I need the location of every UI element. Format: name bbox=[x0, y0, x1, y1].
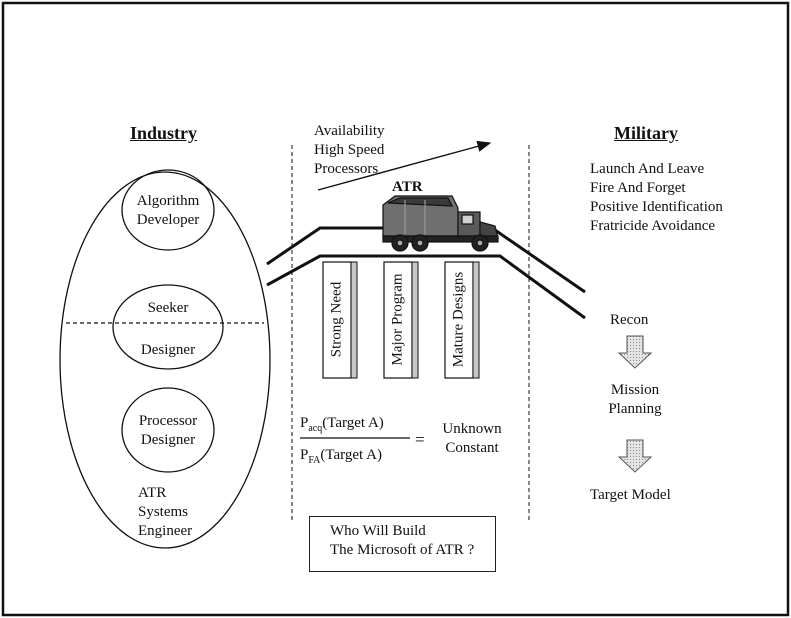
flow-target-model: Target Model bbox=[590, 487, 671, 503]
pillars-group bbox=[322, 261, 480, 379]
truck-icon bbox=[382, 195, 499, 252]
result-line2: Constant bbox=[445, 440, 499, 456]
denominator-text: (Target A) bbox=[320, 447, 382, 463]
road-lower bbox=[266, 254, 586, 320]
numerator-p: P bbox=[300, 415, 309, 431]
mission-line2: Planning bbox=[608, 401, 662, 417]
systems-line2: Systems bbox=[138, 504, 189, 520]
ratio-result: Unknown Constant bbox=[432, 420, 512, 458]
industry-title: Industry bbox=[130, 123, 198, 143]
pillar-major-program: Major Program bbox=[389, 273, 406, 366]
down-arrow-icon bbox=[617, 439, 653, 473]
processor-line1: Processor bbox=[138, 413, 198, 429]
road-upper-right bbox=[494, 228, 586, 294]
mission-line1: Mission bbox=[610, 382, 660, 398]
question-line1: Who Will Build bbox=[330, 523, 426, 539]
goal-fratricide-avoidance: Fratricide Avoidance bbox=[590, 218, 716, 234]
pillar-mature-designs: Mature Designs bbox=[450, 271, 467, 368]
ratio-equals: = bbox=[415, 430, 425, 449]
atr-label: ATR bbox=[392, 179, 423, 195]
question-text: Who Will Build The Microsoft of ATR ? bbox=[330, 522, 474, 560]
question-box bbox=[309, 516, 496, 572]
processor-designer-label: Processor Designer bbox=[118, 412, 218, 450]
seeker-ellipse bbox=[112, 284, 224, 370]
processor-line2: Designer bbox=[140, 432, 196, 448]
designer-label: Designer bbox=[140, 342, 196, 358]
availability-arrow bbox=[317, 140, 492, 191]
availability-line2: High Speed bbox=[314, 142, 385, 158]
industry-ellipse bbox=[59, 171, 271, 549]
question-line2: The Microsoft of ATR ? bbox=[330, 542, 475, 558]
ratio-denominator: PFA(Target A) bbox=[300, 446, 382, 466]
flow-recon: Recon bbox=[610, 312, 649, 328]
numerator-sub: acq bbox=[308, 423, 323, 434]
result-line1: Unknown bbox=[442, 421, 502, 437]
algorithm-line2: Developer bbox=[136, 212, 200, 228]
denominator-p: P bbox=[300, 447, 309, 463]
goal-positive-identification: Positive Identification bbox=[590, 199, 723, 215]
road-upper-left bbox=[266, 226, 390, 266]
atr-systems-engineer-label: ATR Systems Engineer bbox=[138, 484, 192, 541]
algorithm-developer-label: Algorithm Developer bbox=[118, 192, 218, 230]
down-arrow-icon bbox=[617, 335, 653, 369]
military-title: Military bbox=[614, 123, 678, 143]
availability-text: Availability High Speed Processors bbox=[314, 122, 385, 179]
systems-line3: Engineer bbox=[138, 523, 193, 539]
goal-fire-and-forget: Fire And Forget bbox=[590, 180, 686, 196]
algorithm-line1: Algorithm bbox=[136, 193, 200, 209]
systems-line1: ATR bbox=[138, 485, 167, 501]
processor-ellipse bbox=[121, 387, 215, 473]
pillar-strong-need: Strong Need bbox=[328, 281, 345, 358]
goal-launch-and-leave: Launch And Leave bbox=[590, 161, 705, 177]
flow-mission-planning: Mission Planning bbox=[595, 381, 675, 419]
military-goals: Launch And Leave Fire And Forget Positiv… bbox=[590, 160, 723, 236]
availability-line3: Processors bbox=[314, 161, 379, 177]
ratio-numerator: Pacq(Target A) bbox=[300, 414, 384, 434]
numerator-text: (Target A) bbox=[322, 415, 384, 431]
availability-line1: Availability bbox=[314, 123, 385, 139]
algorithm-ellipse bbox=[121, 169, 215, 251]
denominator-sub: FA bbox=[308, 455, 321, 466]
seeker-label: Seeker bbox=[147, 300, 189, 316]
